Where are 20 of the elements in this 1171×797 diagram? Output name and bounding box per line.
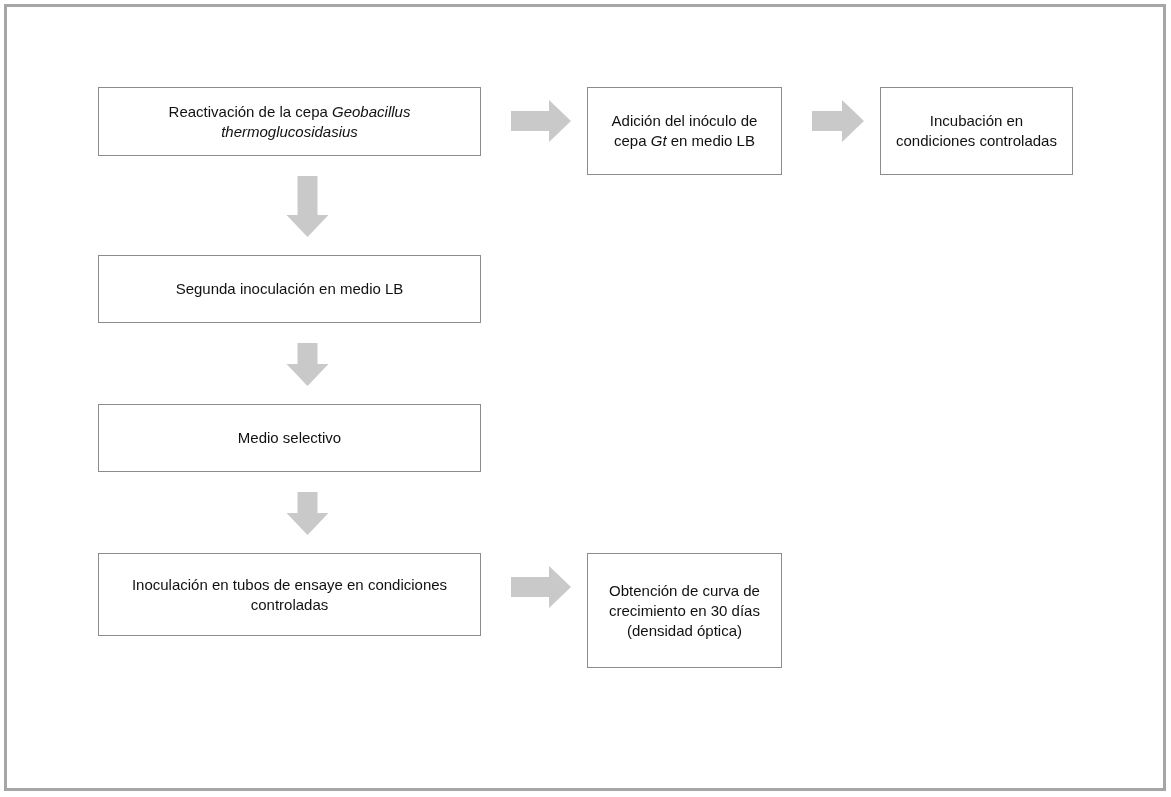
block-arrow [286, 492, 329, 535]
step-text: Inoculación en tubos de ensaye en condiciones controladas [130, 574, 449, 615]
step-text: Segunda inoculación en medio LB [175, 279, 404, 299]
step-text: Adición del inóculo de cepa Gt en medio LB [610, 111, 759, 151]
process-box [587, 553, 782, 668]
step-text: Incubación en condiciones controladas [895, 111, 1058, 151]
block-arrow [812, 100, 864, 142]
process-box [98, 87, 481, 156]
process-box [98, 553, 481, 636]
process-box [98, 255, 481, 323]
step-text: Medio selectivo [237, 428, 342, 448]
block-arrow [286, 343, 329, 386]
process-box [880, 87, 1073, 175]
process-box [587, 87, 782, 175]
block-arrow [511, 566, 571, 608]
step-text: Reactivación de la cepa Geobacillus thermoglucosidasius [167, 101, 412, 142]
step-text: Obtención de curva de crecimiento en 30 días (densidad óptica) [608, 580, 761, 641]
block-arrow [286, 176, 329, 237]
block-arrow [511, 100, 571, 142]
process-box [98, 404, 481, 472]
